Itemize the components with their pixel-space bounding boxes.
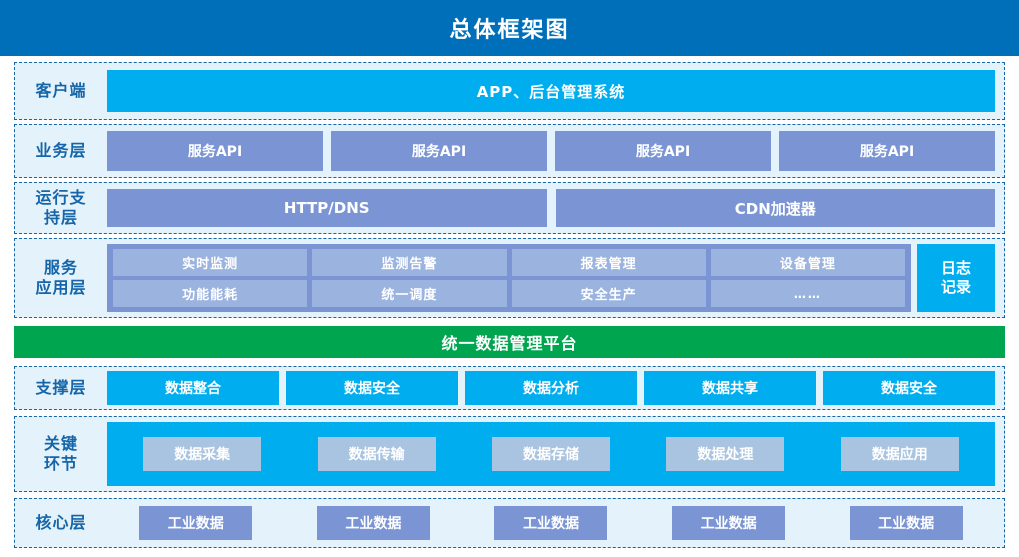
service-api-box[interactable]: 服务API xyxy=(331,131,547,171)
layer-label-key-links: 关键 环节 xyxy=(15,434,107,474)
support-box-data-integration[interactable]: 数据整合 xyxy=(107,371,279,405)
layer-label-core: 核心层 xyxy=(35,513,87,532)
key-link-data-storage[interactable]: 数据存储 xyxy=(491,437,610,471)
log-record-line: 记录 xyxy=(940,278,971,296)
runtime-box-strip: HTTP/DNS CDN加速器 xyxy=(107,189,995,227)
layer-label-line: 持层 xyxy=(43,208,78,227)
layer-body-core: 工业数据 工业数据 工业数据 工业数据 工业数据 xyxy=(107,499,1004,547)
layer-label-line: 服务 xyxy=(43,258,78,277)
key-link-data-application[interactable]: 数据应用 xyxy=(840,437,959,471)
service-module-device-management[interactable]: 设备管理 xyxy=(710,249,905,276)
log-record-line: 日志 xyxy=(940,258,971,277)
service-api-strip: 服务API 服务API 服务API 服务API xyxy=(107,131,995,171)
support-box-data-sharing[interactable]: 数据共享 xyxy=(644,371,816,405)
service-application-wrap: 实时监测 监测告警 报表管理 设备管理 功能能耗 统一调度 安全生产 …… 日志 xyxy=(107,244,995,312)
layer-body-runtime-support: HTTP/DNS CDN加速器 xyxy=(107,183,1004,233)
core-box-industrial-data[interactable]: 工业数据 xyxy=(672,506,786,540)
layer-label-business: 业务层 xyxy=(35,141,87,160)
layer-body-support: 数据整合 数据安全 数据分析 数据共享 数据安全 xyxy=(107,367,1004,409)
layer-row-client: 客户端 APP、后台管理系统 xyxy=(14,62,1005,120)
log-record-box[interactable]: 日志 记录 xyxy=(917,244,995,312)
service-module-panel: 实时监测 监测告警 报表管理 设备管理 功能能耗 统一调度 安全生产 …… xyxy=(107,244,911,312)
key-link-data-collection[interactable]: 数据采集 xyxy=(143,437,262,471)
key-link-data-processing[interactable]: 数据处理 xyxy=(666,437,785,471)
service-module-more[interactable]: …… xyxy=(710,280,905,307)
layer-label-client: 客户端 xyxy=(35,81,87,100)
layer-row-support: 支撑层 数据整合 数据安全 数据分析 数据共享 数据安全 xyxy=(14,366,1005,410)
core-box-industrial-data[interactable]: 工业数据 xyxy=(494,506,608,540)
client-app-bar[interactable]: APP、后台管理系统 xyxy=(107,70,995,112)
service-module-report-management[interactable]: 报表管理 xyxy=(511,249,706,276)
layer-row-service-application: 服务 应用层 实时监测 监测告警 报表管理 设备管理 功能能耗 统一调度 安全生… xyxy=(14,238,1005,318)
layer-label-service-application: 服务 应用层 xyxy=(15,258,107,298)
key-links-panel: 数据采集 数据传输 数据存储 数据处理 数据应用 xyxy=(107,422,995,486)
support-box-data-security[interactable]: 数据安全 xyxy=(286,371,458,405)
support-box-data-security-2[interactable]: 数据安全 xyxy=(823,371,995,405)
layer-row-runtime-support: 运行支 持层 HTTP/DNS CDN加速器 xyxy=(14,182,1005,234)
layer-row-business: 业务层 服务API 服务API 服务API 服务API xyxy=(14,124,1005,178)
core-box-industrial-data[interactable]: 工业数据 xyxy=(316,506,430,540)
layer-label-line: 应用层 xyxy=(35,278,87,297)
layer-body-key-links: 数据采集 数据传输 数据存储 数据处理 数据应用 xyxy=(107,417,1004,491)
core-box-strip: 工业数据 工业数据 工业数据 工业数据 工业数据 xyxy=(107,506,995,540)
diagram-title-bar: 总体框架图 xyxy=(0,0,1019,56)
core-box-industrial-data[interactable]: 工业数据 xyxy=(139,506,253,540)
layer-label-runtime-support: 运行支 持层 xyxy=(15,188,107,228)
layer-body-service-application: 实时监测 监测告警 报表管理 设备管理 功能能耗 统一调度 安全生产 …… 日志 xyxy=(107,239,1004,317)
layer-label-line: 关键 xyxy=(43,434,78,453)
service-module-monitor-alarm[interactable]: 监测告警 xyxy=(312,249,507,276)
key-link-data-transmission[interactable]: 数据传输 xyxy=(317,437,436,471)
core-box-industrial-data[interactable]: 工业数据 xyxy=(849,506,963,540)
runtime-box-http-dns[interactable]: HTTP/DNS xyxy=(107,189,547,227)
unified-data-platform-bar[interactable]: 统一数据管理平台 xyxy=(14,326,1005,358)
layer-body-business: 服务API 服务API 服务API 服务API xyxy=(107,125,1004,177)
support-box-strip: 数据整合 数据安全 数据分析 数据共享 数据安全 xyxy=(107,371,995,405)
layer-row-key-links: 关键 环节 数据采集 数据传输 数据存储 数据处理 数据应用 xyxy=(14,416,1005,492)
support-box-data-analysis[interactable]: 数据分析 xyxy=(465,371,637,405)
service-module-unified-scheduling[interactable]: 统一调度 xyxy=(312,280,507,307)
runtime-box-cdn[interactable]: CDN加速器 xyxy=(555,189,995,227)
layer-label-line: 运行支 xyxy=(35,188,87,207)
service-module-line-1: 实时监测 监测告警 报表管理 设备管理 xyxy=(113,249,905,276)
service-module-line-2: 功能能耗 统一调度 安全生产 …… xyxy=(113,280,905,307)
service-api-box[interactable]: 服务API xyxy=(107,131,323,171)
page-title: 总体框架图 xyxy=(449,18,570,43)
service-module-safe-production[interactable]: 安全生产 xyxy=(511,280,706,307)
layer-body-client: APP、后台管理系统 xyxy=(107,63,1004,119)
layer-row-core: 核心层 工业数据 工业数据 工业数据 工业数据 工业数据 xyxy=(14,498,1005,548)
service-api-box[interactable]: 服务API xyxy=(779,131,995,171)
layer-label-support: 支撑层 xyxy=(35,378,87,397)
layer-label-line: 环节 xyxy=(43,454,78,473)
service-api-box[interactable]: 服务API xyxy=(555,131,771,171)
service-module-energy-consumption[interactable]: 功能能耗 xyxy=(113,280,308,307)
service-module-realtime-monitor[interactable]: 实时监测 xyxy=(113,249,308,276)
